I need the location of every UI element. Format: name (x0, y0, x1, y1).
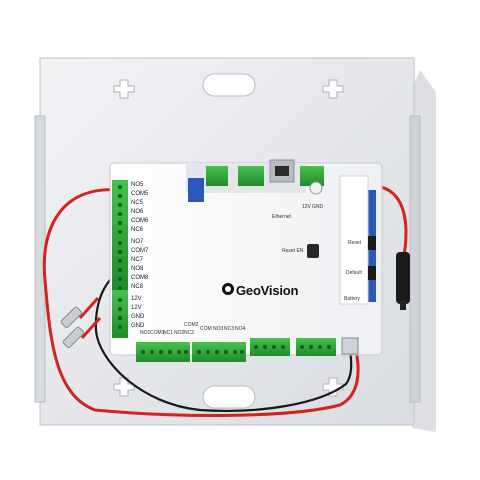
bottom-terminal-label: COM1 (150, 330, 165, 336)
reset-en-label: Reset EN (282, 248, 304, 254)
left-terminal-label: NO6 (131, 209, 144, 215)
bottom-terminal-label: COM2 (184, 322, 199, 328)
dc-plug (396, 252, 410, 304)
right-flange (409, 115, 421, 403)
top-terminal-a (206, 166, 228, 186)
brand-logo: GeoVision (236, 283, 299, 298)
left-terminal-label: COM5 (131, 191, 149, 197)
bottom-terminal-label: NO3 (213, 326, 224, 332)
battery-label: Battery (344, 296, 360, 302)
left-terminal-label: NC7 (131, 257, 144, 263)
bottom-terminal-label: NO4 (235, 326, 246, 332)
bottom-terminal-label: NC1 (163, 330, 174, 336)
left-terminal-label: NC8 (131, 284, 144, 290)
power-terminal-label: 12V (131, 296, 142, 302)
bottom-terminal-label: COM (200, 326, 212, 332)
top-terminal-c (300, 166, 324, 186)
left-terminal-label: COM8 (131, 275, 149, 281)
power-terminal-label: 12V (131, 305, 142, 311)
bottom-battery-connector (341, 337, 359, 355)
left-terminal-label: NO7 (131, 239, 144, 245)
blue-dip-switch (188, 178, 204, 202)
reset-label: Reset (348, 240, 362, 246)
bottom-terminal-label: NC3 (224, 326, 235, 332)
left-terminal-label: NO8 (131, 266, 144, 272)
bottom-slot (202, 385, 256, 409)
power-12v-label: 12V (302, 204, 311, 210)
left-terminal-label: NC6 (131, 227, 144, 233)
bottom-terminal-label: NO2 (174, 330, 185, 336)
power-terminal-label: GND (131, 323, 145, 329)
power-terminal-label: GND (131, 314, 145, 320)
left-terminal-strip (112, 180, 128, 290)
top-terminal-b (238, 166, 264, 186)
bottom-terminal-label: NC2 (184, 330, 195, 336)
keyhole-slots (113, 79, 344, 397)
bottom-terminal-4 (296, 338, 336, 356)
bottom-terminal-3 (250, 338, 290, 356)
default-label: Default (346, 270, 362, 276)
left-terminal-label: NO5 (131, 182, 144, 188)
left-terminal-label: COM7 (131, 248, 149, 254)
top-slot (202, 73, 256, 97)
power-gnd-label: GND (312, 204, 324, 210)
ethernet-label: Ethernet (272, 214, 291, 220)
red-wire (42, 188, 360, 417)
reset-button (307, 244, 319, 258)
battery-holder (309, 181, 323, 195)
brand-logo-mark (222, 283, 234, 295)
left-terminal-label: COM6 (131, 218, 149, 224)
left-terminal-label: NC5 (131, 200, 144, 206)
black-wire (94, 277, 353, 412)
spade-connectors (60, 296, 102, 348)
bottom-terminal-label: NO1 (140, 330, 151, 336)
